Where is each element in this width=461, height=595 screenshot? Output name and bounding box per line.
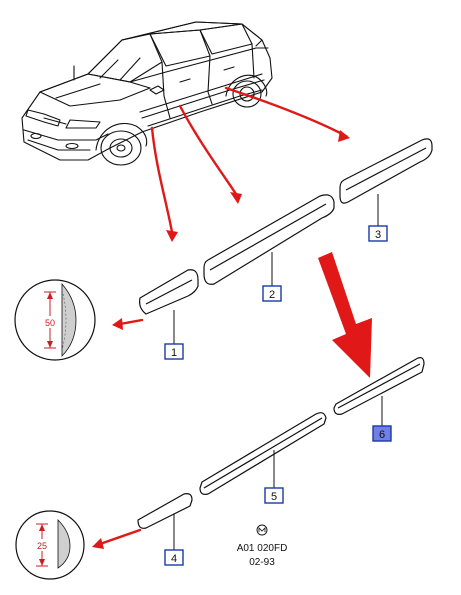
catalog-date: 02-93: [249, 557, 275, 568]
callout-4: 4: [164, 549, 184, 566]
profile-bottom-dimension: 25: [37, 541, 47, 551]
arrow-to-part-3: [224, 86, 348, 138]
manufacturer-logo-icon: [256, 524, 268, 536]
leader-lines-bottom: [173, 396, 383, 550]
callout-label: 2: [269, 289, 275, 301]
callout-label: 3: [375, 229, 381, 241]
molding-part-5: [199, 412, 327, 495]
car-illustration: [21, 21, 273, 166]
leader-lines-top: [173, 194, 379, 344]
callout-label: 6: [379, 429, 385, 441]
moldings-top-set: [139, 138, 433, 315]
molding-part-4: [137, 493, 193, 529]
profile-detail-top: 50: [14, 279, 96, 361]
profile-top-dimension: 50: [45, 318, 55, 328]
callout-label: 1: [171, 347, 177, 359]
profile-detail-bottom: 25: [15, 510, 85, 580]
callout-5: 5: [264, 487, 284, 504]
red-arrowheads: [92, 130, 350, 549]
callout-label: 4: [171, 553, 177, 565]
callout-1: 1: [164, 343, 184, 360]
arrow-to-part-1: [150, 126, 174, 234]
arrow-profile-bottom: [98, 528, 142, 546]
catalog-code: A01 020FD: [237, 543, 288, 554]
catalog-reference: A01 020FD 02-93: [237, 524, 288, 568]
molding-part-1: [139, 269, 199, 315]
callout-3: 3: [368, 225, 388, 242]
molding-part-3: [339, 138, 433, 204]
callout-6-highlighted: 6: [372, 425, 392, 442]
big-red-arrow: [318, 252, 372, 378]
red-pointer-arrows: [98, 86, 348, 546]
arrow-to-part-2: [178, 104, 238, 196]
arrow-profile-top: [118, 318, 144, 326]
callout-2: 2: [262, 285, 282, 302]
callout-label: 5: [271, 491, 277, 503]
molding-part-6: [333, 357, 425, 415]
moldings-bottom-set: [137, 357, 425, 529]
molding-part-2: [203, 194, 335, 285]
